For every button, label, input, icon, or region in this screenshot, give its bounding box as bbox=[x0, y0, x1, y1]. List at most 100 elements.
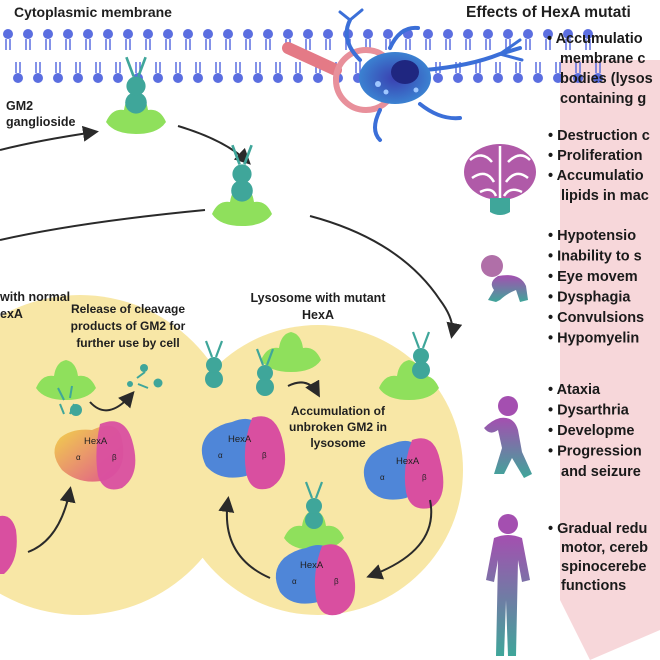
membrane-lipid bbox=[533, 62, 543, 83]
effects-infant-list: • Hypotensio • Inability to s • Eye movem •… bbox=[548, 228, 644, 347]
mutant-hexa-left-beta: β bbox=[262, 451, 267, 460]
mutant-hexa-left-alpha: α bbox=[218, 451, 223, 460]
membrane-lipid bbox=[443, 29, 453, 50]
effect-line: • Dysphagia bbox=[548, 290, 631, 306]
mutant-hexa-bottom: HexA α β bbox=[275, 544, 356, 616]
effect-line: spinocerebe bbox=[561, 559, 646, 575]
effect-line: • Dysarthria bbox=[548, 403, 630, 419]
effects-child-list: • Ataxia• Dysarthria• Developme• Progres… bbox=[548, 382, 642, 480]
membrane-lipid bbox=[143, 29, 153, 50]
membrane-lipid bbox=[23, 29, 33, 50]
mutant-lysosome bbox=[173, 325, 463, 615]
membrane-lipid bbox=[33, 62, 43, 83]
membrane-lipid bbox=[43, 29, 53, 50]
membrane-lipid bbox=[173, 62, 183, 83]
membrane-lipid bbox=[13, 62, 23, 83]
membrane-lipid bbox=[483, 29, 493, 50]
effect-line: • Eye movem bbox=[548, 269, 638, 285]
membrane-lipid bbox=[593, 62, 603, 83]
gm2-label-line2: ganglioside bbox=[6, 115, 76, 129]
membrane-lipid bbox=[123, 29, 133, 50]
membrane-lipid bbox=[93, 62, 103, 83]
neuron-icon bbox=[338, 8, 524, 142]
normal-hexa-beta: β bbox=[112, 453, 117, 462]
release-label-line3: further use by cell bbox=[76, 336, 179, 350]
membrane-label: Cytoplasmic membrane bbox=[14, 4, 172, 20]
effect-line: • Hypotensio bbox=[548, 228, 636, 244]
accumulation-label-line2: unbroken GM2 in bbox=[289, 420, 387, 434]
effect-line: • Convulsions bbox=[548, 310, 644, 326]
membrane-lipid bbox=[113, 62, 123, 83]
gm2-left bbox=[203, 339, 225, 390]
normal-lysosome-gm2-bound bbox=[59, 403, 75, 415]
mutant-hexa-left: HexA α β bbox=[201, 416, 286, 490]
membrane-lipid bbox=[83, 29, 93, 50]
effect-line: • Progression bbox=[548, 444, 642, 460]
membrane-lipid bbox=[553, 62, 563, 83]
membrane-lipid bbox=[303, 29, 313, 50]
membrane-lipid bbox=[563, 29, 573, 50]
effect-line: • Destruction c bbox=[548, 128, 650, 144]
membrane-lipid bbox=[63, 29, 73, 50]
effect-line: • Hypomyelin bbox=[548, 331, 639, 347]
effect-line: functions bbox=[561, 578, 626, 594]
membrane-lipid bbox=[323, 29, 333, 50]
membrane-lipid bbox=[183, 29, 193, 50]
effect-line: • Accumulatio bbox=[548, 168, 644, 184]
brain-icon bbox=[464, 144, 536, 215]
membrane-lipid bbox=[163, 29, 173, 50]
infant-icon bbox=[481, 255, 528, 302]
normal-hexa-label: HexA bbox=[84, 436, 108, 447]
membrane-lipid bbox=[153, 62, 163, 83]
membrane-lipid bbox=[363, 29, 373, 50]
effect-line: • Ataxia bbox=[548, 382, 601, 398]
membrane-lipid bbox=[203, 29, 213, 50]
effect-line: • Gradual redu bbox=[548, 521, 647, 537]
mutant-hexa-bottom-alpha: α bbox=[292, 577, 297, 586]
membrane-lipid bbox=[513, 62, 523, 83]
mutant-hexa-right-beta: β bbox=[422, 473, 427, 482]
effect-line: motor, cereb bbox=[561, 540, 648, 556]
membrane-lipid bbox=[493, 62, 503, 83]
membrane-lipid bbox=[463, 29, 473, 50]
gm2-label-line1: GM2 bbox=[6, 99, 33, 113]
normal-hexa-partial-bottom bbox=[0, 515, 17, 574]
effect-line: containing g bbox=[560, 91, 646, 107]
effects-brain-list: • Destruction c • Proliferation • Accumula… bbox=[548, 128, 650, 204]
normal-hexa-alpha: α bbox=[76, 453, 81, 462]
normal-hexa-enzyme: HexA α β bbox=[54, 421, 136, 490]
membrane-lipid bbox=[473, 62, 483, 83]
membrane-lipid bbox=[523, 29, 533, 50]
release-label-line2: products of GM2 for bbox=[71, 319, 186, 333]
effect-line: • Inability to s bbox=[548, 249, 642, 265]
release-label-line1: Release of cleavage bbox=[71, 302, 185, 316]
effects-title: Effects of HexA mutati bbox=[466, 4, 631, 21]
membrane-lipid bbox=[543, 29, 553, 50]
mutant-lysosome-label-line1: Lysosome with mutant bbox=[251, 291, 387, 305]
membrane-lipid bbox=[423, 29, 433, 50]
membrane-lipid bbox=[53, 62, 63, 83]
mutant-hexa-bottom-beta: β bbox=[334, 577, 339, 586]
mutant-hexa-left-label: HexA bbox=[228, 434, 252, 445]
membrane-lipid bbox=[243, 29, 253, 50]
effect-line: • Proliferation bbox=[548, 148, 643, 164]
mutant-lysosome-label-line2: HexA bbox=[302, 308, 334, 322]
membrane-lipid bbox=[213, 62, 223, 83]
membrane-lipid bbox=[263, 29, 273, 50]
adult-icon bbox=[486, 514, 530, 656]
effect-line: bodies (lysos bbox=[560, 71, 653, 87]
membrane-lipid bbox=[293, 62, 303, 83]
effects-arrow-band bbox=[560, 60, 660, 660]
membrane-lipid bbox=[273, 62, 283, 83]
membrane-lipid bbox=[433, 62, 443, 83]
membrane-lipid bbox=[3, 29, 13, 50]
effects-adult-list: • Gradual redu motor, cereb spinocerebe fun… bbox=[548, 521, 648, 594]
effect-line: and seizure bbox=[561, 464, 641, 480]
child-icon bbox=[484, 396, 532, 478]
accumulation-label-line1: Accumulation of bbox=[291, 404, 386, 418]
mutant-hexa-right-alpha: α bbox=[380, 473, 385, 482]
membrane-lipid bbox=[73, 62, 83, 83]
membrane-lipid bbox=[223, 29, 233, 50]
